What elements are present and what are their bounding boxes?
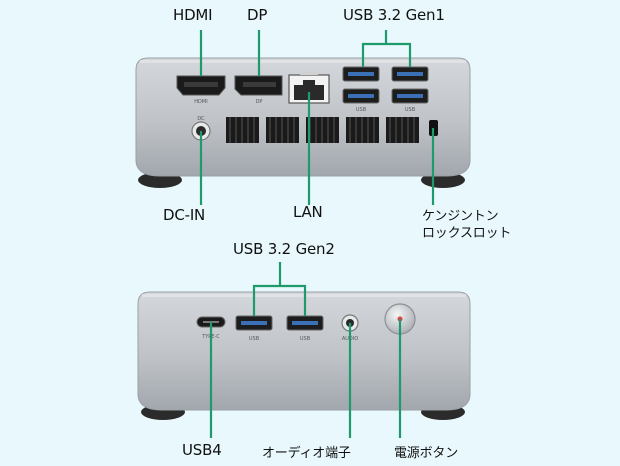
rear-vents [226,117,419,143]
callout-kensington-line2: ロックスロット [422,226,512,241]
rear-unit: HDMI DP USB USB DC [135,57,471,188]
callout-dc-in: DC-IN [163,206,206,224]
dc-port-label: DC [197,116,205,122]
hdmi-port: HDMI [176,75,226,105]
callout-kensington-line1: ケンジントン [422,209,499,224]
usb-port-label: USB [300,336,311,342]
leader-usb-gen1 [361,30,412,67]
callout-power: 電源ボタン [394,446,459,461]
dp-port-label: DP [256,99,263,105]
usb-port-label: USB [356,107,367,113]
dp-port: DP [234,75,283,105]
leader-lines [199,30,435,438]
usb-port-label: USB [249,336,260,342]
usb-gen1-ports: USB USB [342,66,429,113]
callout-hdmi: HDMI [173,6,213,24]
callout-dp: DP [247,6,268,24]
callout-lan: LAN [293,203,323,221]
callout-usb-gen2: USB 3.2 Gen2 [233,240,335,258]
usb-gen2-ports: USB USB [235,315,324,342]
leader-usb-gen2 [252,262,307,316]
usb-port-label: USB [405,107,416,113]
callout-usb-gen1: USB 3.2 Gen1 [343,6,445,24]
lan-port [288,72,330,104]
callout-usb4: USB4 [182,441,222,459]
callout-audio: オーディオ端子 [262,446,351,461]
hdmi-port-label: HDMI [194,99,207,105]
